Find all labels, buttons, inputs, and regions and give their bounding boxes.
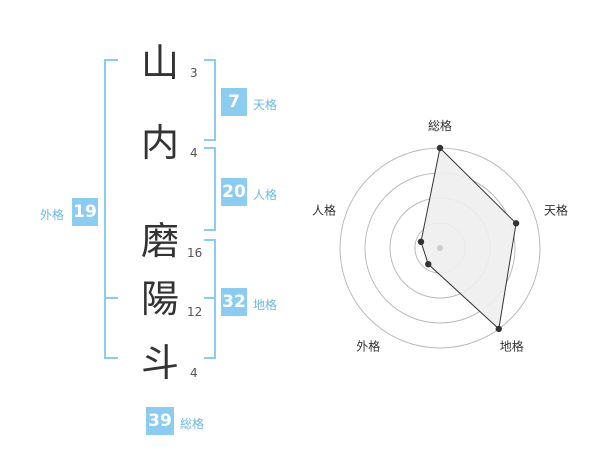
name-char-3: 磨	[140, 219, 179, 263]
jinkaku-badge: 20	[221, 178, 247, 206]
name-char-4: 陽	[140, 277, 179, 321]
jinkaku-label: 人格	[253, 188, 278, 202]
gaikaku-label: 外格	[40, 208, 65, 222]
name-char-1: 山	[140, 41, 179, 85]
radar-axis-label-2: 天格	[544, 202, 568, 217]
tenkaku-bracket	[204, 59, 216, 141]
chikaku-badge: 32	[221, 288, 247, 316]
name-char-2: 内	[140, 121, 179, 165]
radar-point-2	[512, 220, 520, 227]
stroke-count-4: 12	[187, 305, 203, 319]
jinkaku-bracket	[204, 147, 216, 231]
stroke-count-1: 3	[190, 66, 198, 80]
radar-data-polygon	[420, 146, 517, 330]
stroke-count-5: 4	[190, 366, 198, 380]
gaikaku-bracket	[104, 59, 118, 359]
radar-point-4	[425, 260, 432, 268]
radar-axis-label-3: 地格	[500, 339, 524, 354]
radar-axis-label-1: 総格	[428, 118, 452, 133]
name-char-5: 斗	[140, 341, 179, 385]
chikaku-label: 地格	[253, 298, 278, 312]
radar-point-3	[495, 325, 502, 333]
radar-axis-label-5: 人格	[312, 202, 336, 217]
radar-point-1	[436, 144, 444, 152]
tenkaku-badge: 7	[221, 88, 247, 116]
stroke-count-2: 4	[190, 146, 198, 160]
soukaku-label: 総格	[180, 417, 205, 431]
soukaku-badge: 39	[146, 407, 174, 435]
radar-center-point	[437, 245, 443, 251]
tenkaku-label: 天格	[253, 98, 278, 112]
gaikaku-badge: 19	[72, 198, 98, 226]
radar-axis-label-4: 外格	[356, 339, 380, 354]
stroke-count-3: 16	[187, 246, 203, 260]
radar-point-5	[417, 238, 425, 246]
